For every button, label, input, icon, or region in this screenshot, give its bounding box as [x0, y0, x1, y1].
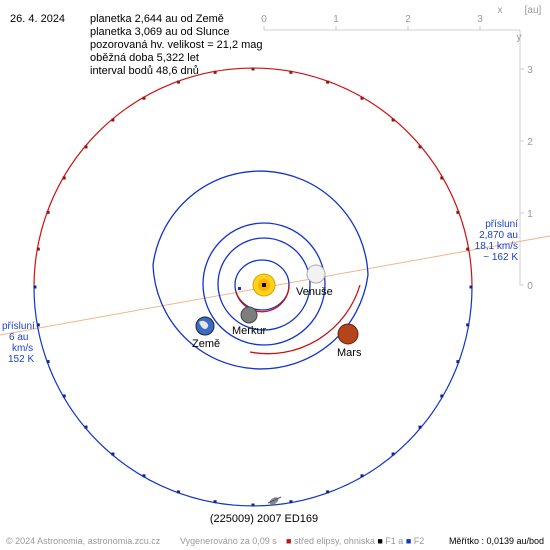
asteroid-position-marker	[440, 176, 444, 180]
mercury-label: Merkur	[232, 325, 267, 337]
focus-f1-marker	[262, 283, 266, 287]
asteroid-position-marker	[213, 70, 217, 74]
asteroid-position-marker	[391, 118, 395, 122]
y-axis-ticks	[520, 68, 524, 286]
earth-clouds	[199, 320, 209, 330]
x-axis-label: x	[498, 5, 503, 16]
asteroid-position-marker	[289, 70, 293, 74]
mars-label: Mars	[337, 347, 362, 359]
focus-f2-marker	[238, 287, 241, 290]
perihelion-left-distance: 6 au	[9, 332, 29, 343]
x-tick-3: 3	[477, 14, 483, 25]
venus-icon	[306, 264, 326, 284]
earth-label: Země	[192, 338, 220, 350]
x-axis-ticks	[263, 26, 481, 30]
asteroid-position-marker	[142, 474, 146, 478]
mars-icon	[337, 323, 359, 345]
info-panel: planetka 2,644 au od Země planetka 3,069…	[90, 13, 263, 78]
legend-f1-label: F1 a	[385, 536, 404, 546]
asteroid-position-marker	[466, 323, 470, 327]
mars-orbit-red-arc	[249, 284, 361, 355]
legend-center-label: střed elipsy, ohniska	[293, 536, 375, 546]
perihelion-distance: 2,870 au	[479, 230, 518, 241]
asteroid-position-marker	[418, 425, 422, 429]
scale-label: Měřítko : 0,0139 au/bod	[448, 536, 544, 546]
perihelion-right-label: přísluní 2,870 au 18,1 km/s ~ 162 K	[475, 219, 518, 263]
asteroid-position-marker	[111, 452, 115, 456]
asteroid-position-marker	[176, 490, 180, 494]
perihelion-temperature: ~ 162 K	[483, 252, 518, 263]
y-axis-label: y	[517, 32, 522, 43]
legend-center-dot: ■	[286, 536, 292, 546]
asteroid-orbit-north	[33, 67, 473, 288]
asteroid-position-marker	[251, 67, 255, 71]
y-tick-1: 1	[527, 209, 533, 220]
asteroid-position-marker	[111, 118, 115, 122]
asteroid-position-marker	[469, 285, 473, 289]
info-sun-distance: planetka 3,069 au od Slunce	[90, 26, 230, 38]
perihelion-speed: 18,1 km/s	[474, 241, 518, 252]
asteroid-position-markers	[33, 67, 473, 507]
mars-orbit-north	[152, 170, 369, 276]
asteroid-position-marker	[36, 247, 40, 251]
asteroid-position-marker	[289, 500, 293, 504]
venus-label: Venuše	[296, 286, 333, 298]
asteroid-label: (225009) 2007 ED169	[210, 513, 318, 525]
perihelion-left-title: přísluní	[2, 321, 35, 332]
asteroid-position-marker	[33, 285, 37, 289]
asteroid-position-marker	[326, 80, 330, 84]
asteroid-position-marker	[84, 145, 88, 149]
footer-legend: ■ střed elipsy, ohniska ■ F1 a ■ F2	[286, 536, 424, 546]
footer-generated: Vygenerováno za 0,09 s	[180, 536, 277, 546]
asteroid-position-marker	[46, 360, 50, 364]
info-magnitude: pozorovaná hv. velikost = 21,2 mag	[90, 39, 263, 51]
asteroid-position-marker	[213, 500, 217, 504]
legend-f2-dot: ■	[405, 536, 412, 546]
earth-orbit	[202, 222, 326, 346]
y-tick-2: 2	[527, 137, 533, 148]
asteroid-position-marker	[84, 425, 88, 429]
x-tick-1: 1	[333, 14, 339, 25]
legend-f2-label: F2	[413, 536, 425, 546]
asteroid-position-marker	[418, 145, 422, 149]
asteroid-icon	[267, 496, 282, 505]
perihelion-title: přísluní	[485, 219, 518, 230]
info-earth-distance: planetka 2,644 au od Země	[90, 13, 224, 25]
mercury-orbit-red-arc	[235, 284, 290, 313]
legend-f1-dot: ■	[377, 536, 383, 546]
asteroid-position-marker	[440, 394, 444, 398]
asteroid-position-marker	[36, 323, 40, 327]
asteroid-position-marker	[62, 176, 66, 180]
info-period: oběžná doba 5,322 let	[90, 52, 199, 64]
asteroid-position-marker	[391, 452, 395, 456]
asteroid-position-marker	[251, 503, 255, 507]
asteroid-position-marker	[326, 490, 330, 494]
x-tick-2: 2	[405, 14, 411, 25]
asteroid-position-marker	[360, 474, 364, 478]
y-tick-3: 3	[527, 65, 533, 76]
asteroid-position-marker	[176, 80, 180, 84]
asteroid-position-marker	[142, 96, 146, 100]
date-label: 26. 4. 2024	[10, 13, 66, 25]
perihelion-left-speed: km/s	[12, 343, 34, 354]
y-tick-0: 0	[527, 281, 533, 292]
asteroid-position-marker	[456, 360, 460, 364]
asteroid-position-marker	[466, 247, 470, 251]
asteroid-position-marker	[62, 394, 66, 398]
info-interval: interval bodů 48,6 dnů	[90, 65, 199, 77]
unit-label: [au]	[525, 5, 542, 16]
asteroid-position-marker	[360, 96, 364, 100]
asteroid-position-marker	[456, 210, 460, 214]
mars-orbit-south-blue	[152, 264, 369, 370]
perihelion-left-label: přísluní 6 au km/s 152 K	[0, 321, 35, 365]
footer-copyright: © 2024 Astronomia, astronomia.zcu.cz	[6, 536, 161, 546]
asteroid-position-marker	[46, 210, 50, 214]
perihelion-left-temperature: 152 K	[8, 354, 35, 365]
x-tick-0: 0	[261, 14, 267, 25]
mercury-icon	[240, 306, 258, 324]
venus-orbit	[217, 237, 311, 331]
